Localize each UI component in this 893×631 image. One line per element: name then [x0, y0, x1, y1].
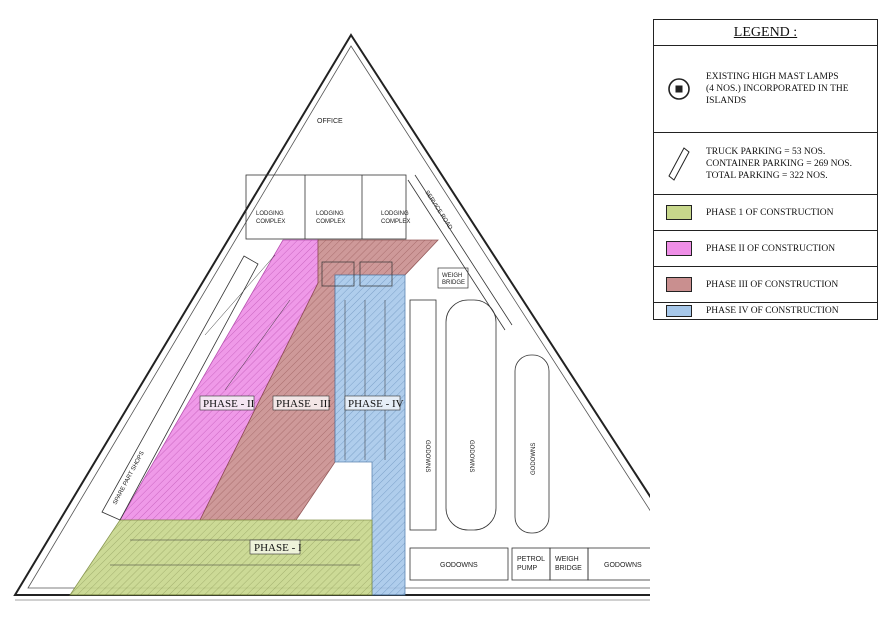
office-label: OFFICE: [317, 118, 343, 125]
weigh-bridge-small-line1: WEIGH: [442, 273, 462, 279]
legend-panel: LEGEND : EXISTING HIGH MAST LAMPS (4 NOS…: [653, 19, 878, 320]
legend-row-lamps: EXISTING HIGH MAST LAMPS (4 NOS.) INCORP…: [654, 45, 877, 132]
legend-text-phase1: PHASE 1 OF CONSTRUCTION: [706, 207, 834, 218]
phase2-swatch: [666, 241, 692, 256]
site-plan: SERVICE ROAD OFFICE LODGING COMPLEX LODG…: [13, 33, 650, 601]
legend-title: LEGEND :: [733, 25, 798, 40]
lodging-complex-2-line1: LODGING: [316, 211, 344, 217]
legend-row-parking: TRUCK PARKING = 53 NOS. CONTAINER PARKIN…: [654, 132, 877, 194]
petrol-pump-line1: PETROL: [517, 556, 545, 563]
lodging-complex-1-line1: LODGING: [256, 211, 284, 217]
petrol-pump-line2: PUMP: [517, 565, 538, 572]
weigh-bridge-line1: WEIGH: [555, 556, 579, 563]
godowns-bottom-2: GODOWNS: [604, 562, 642, 569]
legend-row-phase2: PHASE II OF CONSTRUCTION: [654, 230, 877, 266]
legend-text-phase2: PHASE II OF CONSTRUCTION: [706, 243, 836, 254]
lodging-complex-3-line2: COMPLEX: [381, 219, 410, 225]
legend-text-phase3: PHASE III OF CONSTRUCTION: [706, 279, 839, 290]
phase-3-label: PHASE - III: [276, 398, 331, 410]
phase-4-label: PHASE - IV: [348, 398, 404, 410]
lodging-complex-2-line2: COMPLEX: [316, 219, 345, 225]
legend-text-parking: TRUCK PARKING = 53 NOS. CONTAINER PARKIN…: [706, 146, 852, 181]
phase3-swatch: [666, 277, 692, 292]
phase1-swatch: [666, 205, 692, 220]
phase4-swatch: [666, 305, 692, 317]
weigh-bridge-small-line2: BRIDGE: [442, 280, 465, 286]
high-mast-lamp-icon: [668, 78, 690, 100]
legend-text-lamps: EXISTING HIGH MAST LAMPS (4 NOS.) INCORP…: [706, 72, 849, 106]
godowns-bottom-1: GODOWNS: [440, 562, 478, 569]
godowns-vertical-2: GODOWNS: [468, 440, 474, 472]
legend-row-phase3: PHASE III OF CONSTRUCTION: [654, 266, 877, 302]
legend-text-phase4: PHASE IV OF CONSTRUCTION: [706, 306, 839, 316]
legend-row-phase1: PHASE 1 OF CONSTRUCTION: [654, 194, 877, 230]
godowns-vertical-3: GODOWNS: [531, 443, 537, 475]
lodging-complex-3-line1: LODGING: [381, 211, 409, 217]
phase-1-label: PHASE - I: [254, 542, 302, 554]
parking-bay-icon: [668, 146, 690, 181]
legend-row-phase4: PHASE IV OF CONSTRUCTION: [654, 302, 877, 319]
weigh-bridge-line2: BRIDGE: [555, 565, 582, 572]
godowns-vertical-1: GODOWNS: [424, 440, 430, 472]
phase-2-label: PHASE - II: [203, 398, 255, 410]
phase-1-area: [69, 519, 373, 596]
lodging-complex-1-line2: COMPLEX: [256, 219, 285, 225]
